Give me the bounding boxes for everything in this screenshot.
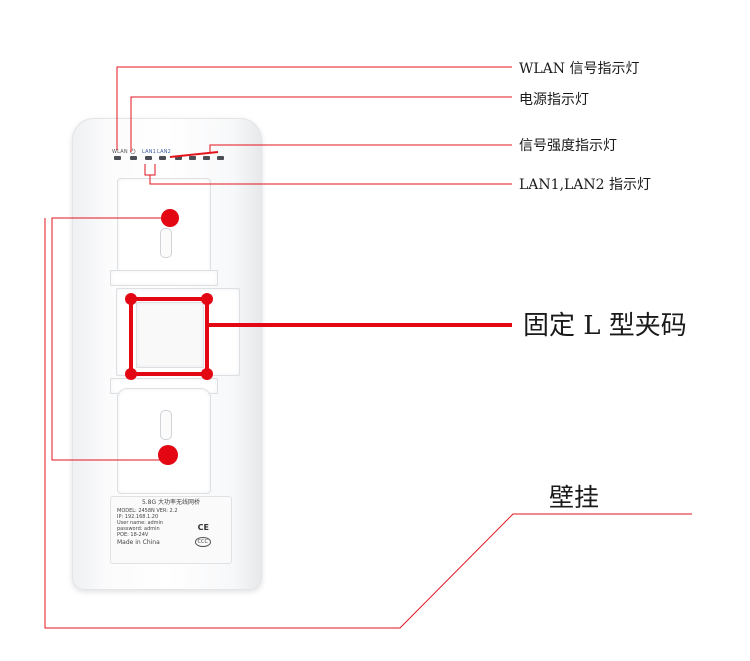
plate-line-poe: POE: 18-24V [117,532,149,538]
center-clamp-inner [136,302,204,368]
upper-mount-dot [161,209,179,227]
plate-title: 5.8G 大功率无线网桥 [141,499,201,506]
signal-led-callout: 信号强度指示灯 [519,138,617,154]
lan1-led [145,156,152,160]
lan2-led [159,156,166,160]
power-callout-line [130,96,512,152]
l-clamp-box [129,297,209,376]
wlan-callout-line [116,66,512,150]
l-clamp-corner-dot [201,368,213,380]
plate-line-model: MODEL: 2458N VER: 2.2 [117,508,178,514]
l-clamp-corner-dot [125,293,137,305]
wlan-led-callout: WLAN 信号指示灯 [519,61,640,77]
signal-led-4 [217,156,224,160]
power-led-callout: 电源指示灯 [519,92,589,108]
upper-bracket-wing [110,270,218,286]
wall-mount-callout: 壁挂 [549,483,600,512]
ce-mark: CE [197,523,209,532]
power-led [130,156,137,160]
plate-line-password: password: admin [117,526,160,532]
signal-led-1 [175,156,182,160]
plate-made-in: Made in China [117,539,160,546]
ccc-mark: CCC [194,537,211,547]
lan-callout-line-2 [149,175,512,185]
l-clamp-corner-dot [125,368,137,380]
wall-callout-lower [44,218,692,629]
upper-keyhole [160,228,172,258]
plate-line-user: User name: admin [117,520,164,526]
signal-callout-line [209,144,512,152]
wall-callout-upper [51,217,170,461]
signal-led-3 [203,156,210,160]
led-label-lan2: LAN2 [157,149,172,155]
led-label-wlan: WLAN [112,149,128,155]
signal-led-2 [189,156,196,160]
lan-callout-line [144,164,156,176]
led-label-lan1: LAN1 [142,149,157,155]
wlan-led [114,156,121,160]
lower-mount-panel [117,388,211,494]
lower-keyhole [160,410,172,440]
led-label-power: ⏻ [130,148,136,156]
plate-line-ip: IP: 192.168.1.20 [117,514,159,520]
lower-mount-dot [158,445,178,465]
signal-bar-mark [169,151,219,158]
l-clamp-callout: 固定 L 型夹码 [523,311,687,341]
lan-led-callout: LAN1,LAN2 指示灯 [519,177,652,193]
device-label-plate: 5.8G 大功率无线网桥 MODEL: 2458N VER: 2.2 IP: 1… [110,496,232,564]
l-clamp-corner-dot [201,293,213,305]
